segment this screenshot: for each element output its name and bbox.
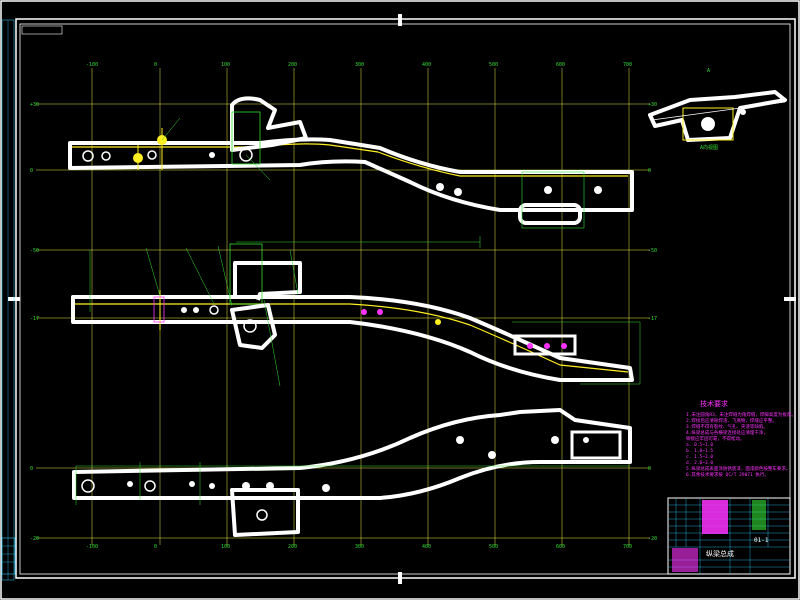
grid-row-labels: +30 +30 0 0 -50 -50 -17 -17 0 0 -20 -20 <box>30 102 657 542</box>
grid-column-label: 400 <box>422 544 431 550</box>
note-line: 铆接应牢固可靠，不得松动。 <box>686 435 745 442</box>
grid-column-label: 700 <box>623 62 632 68</box>
grid-column-label: 500 <box>489 62 498 68</box>
note-line: 4.纵梁总成与各横梁连接处应清理干净， <box>686 429 768 436</box>
grid-row-label: 0 <box>648 466 651 472</box>
frame-rail-bottom-view <box>72 408 632 537</box>
grid-row-label: -17 <box>648 316 657 322</box>
detail-view-tag: A向视图 <box>700 144 718 151</box>
grid-column-label: -100 <box>86 544 98 550</box>
notes-heading: 技术要求 <box>700 399 728 408</box>
grid-row-label: +30 <box>648 102 657 108</box>
grid-column-label: 500 <box>489 544 498 550</box>
grid-column-label: 600 <box>556 544 565 550</box>
technical-notes: 技术要求 1.未注圆角R3，未注焊缝为角焊缝，焊脚高度为板厚。 2.焊接后应清除… <box>686 399 796 478</box>
detail-view-label: A <box>707 68 710 74</box>
grid-column-label: 100 <box>221 544 230 550</box>
grid-column-label: 200 <box>288 544 297 550</box>
frame-rail-middle-view <box>71 236 641 387</box>
title-block <box>667 497 791 575</box>
grid-row-label: +30 <box>30 102 39 108</box>
left-binding-strip <box>1 19 16 581</box>
sheet-number: 01-1 <box>754 537 769 544</box>
note-line: a. 0.5~1.0 <box>686 442 713 448</box>
corner-tag <box>21 25 63 35</box>
grid-column-labels: -100 0 100 200 300 400 500 600 700 -100 0 100 200 300… <box>86 62 632 550</box>
grid-row-label: 0 <box>30 168 33 174</box>
grid-column-label: 100 <box>221 62 230 68</box>
note-line: 6.其余技术要求按 QC/T 29071 执行。 <box>686 471 769 478</box>
detail-view-a <box>648 90 787 142</box>
note-line: c. 1.5~2.0 <box>686 454 713 460</box>
reference-grid <box>36 68 650 545</box>
grid-column-label: 300 <box>355 62 364 68</box>
note-line: 5.纵梁总成表面涂防锈底漆，面漆颜色按整车要求。 <box>686 465 790 472</box>
grid-row-label: 0 <box>648 168 651 174</box>
grid-row-label: -20 <box>30 536 39 542</box>
grid-column-label: 700 <box>623 544 632 550</box>
note-line: 2.焊接后应清除焊渣、飞溅物，焊缝应平整。 <box>686 417 777 424</box>
grid-row-label: 0 <box>30 466 33 472</box>
note-line: d. 2.0~3.0 <box>686 460 713 466</box>
grid-column-label: 0 <box>154 544 157 550</box>
frame-rail-top-view <box>68 96 634 229</box>
grid-row-label: -17 <box>30 316 39 322</box>
grid-row-label: -50 <box>648 248 657 254</box>
note-line: 1.未注圆角R3，未注焊缝为角焊缝，焊脚高度为板厚。 <box>686 411 796 418</box>
grid-column-label: 300 <box>355 544 364 550</box>
grid-column-label: 200 <box>288 62 297 68</box>
grid-row-label: -20 <box>648 536 657 542</box>
grid-column-label: 600 <box>556 62 565 68</box>
grid-column-label: 0 <box>154 62 157 68</box>
drawing-name: 纵梁总成 <box>706 549 734 558</box>
note-line: 3.焊缝不得有裂纹、气孔、夹渣等缺陷。 <box>686 423 768 430</box>
grid-row-label: -50 <box>30 248 39 254</box>
grid-column-label: 400 <box>422 62 431 68</box>
note-line: b. 1.0~1.5 <box>686 448 713 454</box>
grid-column-label: -100 <box>86 62 98 68</box>
